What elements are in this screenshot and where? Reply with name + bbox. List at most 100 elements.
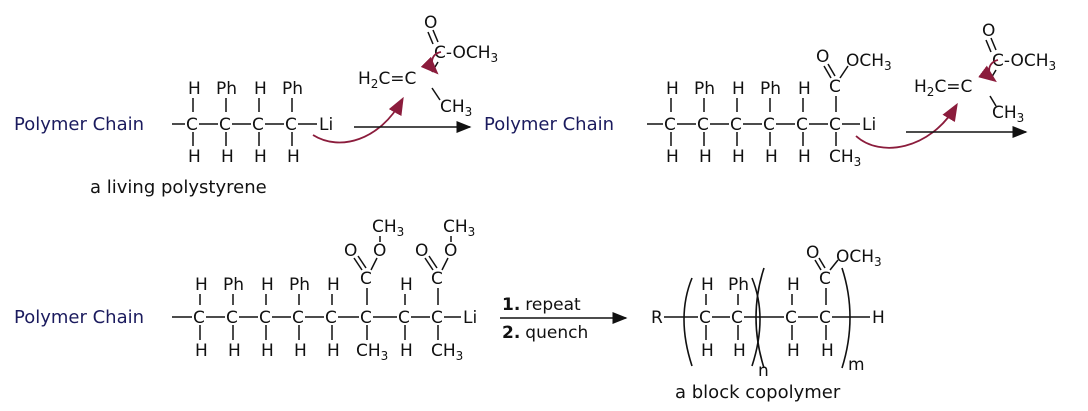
hydrogen-atom: H bbox=[798, 79, 811, 99]
left-bracket bbox=[683, 277, 693, 367]
carbon-atom: C bbox=[360, 308, 372, 328]
carbon-atom: C bbox=[730, 115, 742, 135]
bond-line bbox=[818, 257, 826, 269]
bond-line bbox=[985, 39, 992, 53]
living-polystyrene-structure: Polymer Chain C C C C Li H Ph H Ph H H H… bbox=[14, 79, 333, 198]
carbon-atom: C bbox=[259, 308, 271, 328]
bond-line bbox=[427, 31, 434, 45]
repeat-count-m: m bbox=[848, 355, 865, 375]
bond-line bbox=[989, 95, 997, 107]
hydrogen-atom: H bbox=[400, 341, 413, 361]
carbon-atom: C bbox=[819, 269, 831, 289]
methyl-methacrylate-monomer: O C-OCH3 H2C=C CH3 bbox=[358, 13, 498, 119]
methyl-group: CH3 bbox=[356, 341, 388, 363]
oxygen-atom: O bbox=[982, 21, 995, 41]
carbon-atom: C bbox=[292, 308, 304, 328]
oxygen-atom: O bbox=[806, 243, 819, 263]
carbon-atom: C bbox=[431, 308, 443, 328]
hydrogen-atom: H bbox=[872, 308, 885, 328]
hydrogen-atom: H bbox=[787, 341, 800, 361]
bond-line bbox=[990, 37, 997, 51]
methyl-group: CH3 bbox=[443, 217, 475, 239]
carbon-atom: C bbox=[398, 308, 410, 328]
phenyl-group: Ph bbox=[223, 275, 244, 295]
hydrogen-atom: H bbox=[798, 147, 811, 167]
hydrogen-atom: H bbox=[701, 275, 714, 295]
phenyl-group: Ph bbox=[694, 79, 715, 99]
hydrogen-atom: H bbox=[787, 275, 800, 295]
oxygen-atom: O bbox=[344, 241, 357, 261]
hydrogen-atom: H bbox=[261, 341, 274, 361]
nucleophilic-attack-arrow bbox=[855, 102, 958, 149]
electron-flow-arrow bbox=[420, 51, 442, 75]
methyl-group: CH3 bbox=[431, 341, 463, 363]
carbon-atom: C bbox=[829, 77, 841, 97]
living-polystyrene-caption: a living polystyrene bbox=[90, 177, 267, 198]
phenyl-group: Ph bbox=[216, 79, 237, 99]
carbon-atom: C bbox=[829, 115, 841, 135]
hydrogen-atom: H bbox=[228, 341, 241, 361]
hydrogen-atom: H bbox=[732, 147, 745, 167]
bond-line bbox=[814, 259, 822, 271]
block-copolymer-caption: a block copolymer bbox=[675, 382, 841, 403]
hydrogen-atom: H bbox=[195, 275, 208, 295]
hydrogen-atom: H bbox=[261, 275, 274, 295]
methyl-methacrylate-monomer: O C-OCH3 H2C=C CH3 bbox=[914, 21, 1056, 125]
carbon-atom: C bbox=[819, 308, 831, 328]
carbon-atom: C bbox=[664, 115, 676, 135]
methoxy-group: OCH3 bbox=[836, 247, 882, 269]
carbon-atom: C bbox=[325, 308, 337, 328]
hydrogen-atom: H bbox=[701, 341, 714, 361]
carbon-atom: C bbox=[431, 269, 443, 289]
carbon-atom: C bbox=[360, 269, 372, 289]
carbon-atom: C bbox=[731, 308, 743, 328]
hydrogen-atom: H bbox=[188, 79, 201, 99]
step-2-label: 2.quench bbox=[502, 323, 588, 343]
bond-line bbox=[424, 257, 434, 271]
phenyl-group: Ph bbox=[289, 275, 310, 295]
reaction-conditions: 1.repeat 2.quench bbox=[500, 295, 628, 343]
nucleophilic-attack-arrow bbox=[312, 96, 404, 144]
bond-line bbox=[829, 259, 839, 271]
oxygen-atom: O bbox=[444, 241, 457, 261]
methyl-group: CH3 bbox=[992, 103, 1024, 125]
methyl-group: CH3 bbox=[372, 217, 404, 239]
growing-chain-structure: Polymer Chain C C C C C C C C Li H Ph H … bbox=[14, 217, 477, 363]
carbon-atom: C bbox=[186, 115, 198, 135]
bond-line bbox=[370, 257, 378, 271]
right-bracket bbox=[751, 277, 761, 367]
carbon-atom: C bbox=[763, 115, 775, 135]
hydrogen-atom: H bbox=[400, 275, 413, 295]
phenyl-group: Ph bbox=[282, 79, 303, 99]
step-1-label: 1.repeat bbox=[502, 295, 581, 315]
phenyl-group: Ph bbox=[728, 275, 749, 295]
repeat-count-n: n bbox=[758, 361, 769, 381]
r-group: R bbox=[651, 308, 663, 328]
oxygen-atom: O bbox=[816, 47, 829, 67]
lithium-atom: Li bbox=[319, 115, 333, 135]
carbon-atom: C bbox=[226, 308, 238, 328]
intermediate-structure: Polymer Chain C C C C C C Li H Ph H Ph H… bbox=[484, 47, 892, 169]
vinyl-group: H2C=C bbox=[358, 69, 416, 91]
oxygen-atom: O bbox=[415, 241, 428, 261]
lithium-atom: Li bbox=[862, 115, 876, 135]
bond-line bbox=[357, 255, 367, 269]
hydrogen-atom: H bbox=[327, 341, 340, 361]
hydrogen-atom: H bbox=[221, 147, 234, 167]
bond-line bbox=[839, 65, 849, 79]
hydrogen-atom: H bbox=[327, 275, 340, 295]
hydrogen-atom: H bbox=[666, 147, 679, 167]
carbon-atom: C bbox=[252, 115, 264, 135]
carbon-atom: C bbox=[785, 308, 797, 328]
polymer-chain-label: Polymer Chain bbox=[14, 307, 144, 328]
left-bracket bbox=[755, 267, 765, 369]
polymer-chain-label: Polymer Chain bbox=[14, 114, 144, 135]
methyl-group: CH3 bbox=[440, 97, 472, 119]
carbon-atom: C bbox=[219, 115, 231, 135]
hydrogen-atom: H bbox=[733, 341, 746, 361]
methyl-group: CH3 bbox=[829, 147, 861, 169]
hydrogen-atom: H bbox=[287, 147, 300, 167]
hydrogen-atom: H bbox=[666, 79, 679, 99]
hydrogen-atom: H bbox=[821, 341, 834, 361]
